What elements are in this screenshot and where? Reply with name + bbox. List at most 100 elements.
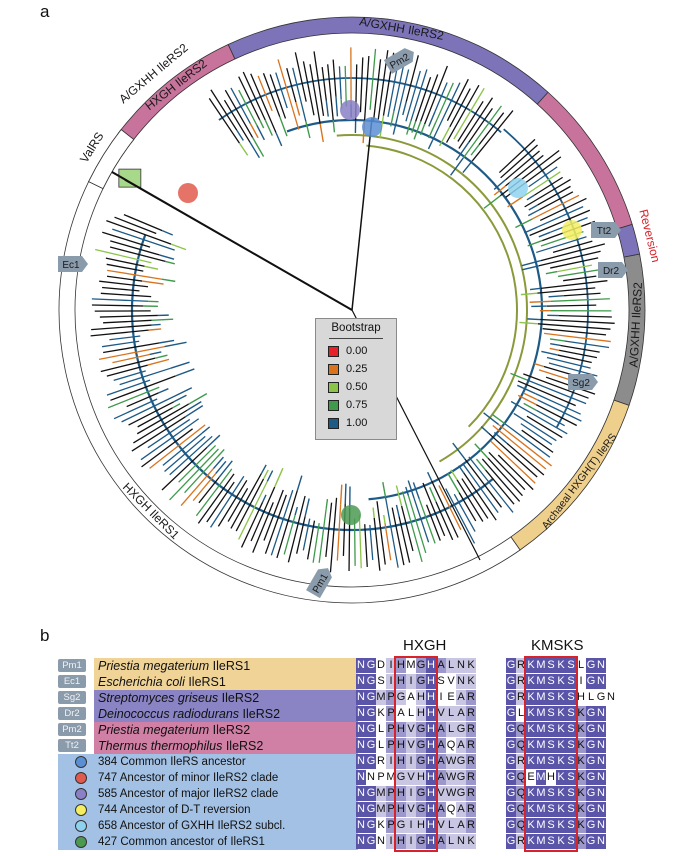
ancestor-node-label: 747 Ancestor of minor IleRS2 clade (98, 772, 279, 784)
tree-branch (526, 194, 535, 201)
residue-cell: G (396, 770, 406, 785)
residue-cell: H (426, 834, 436, 849)
tree-tip (263, 489, 284, 541)
tree-tip (520, 423, 553, 446)
residue-cell: V (447, 675, 455, 687)
tree-branch (480, 426, 490, 434)
node-row: 585 Ancestor of major IleRS2 clade (58, 786, 358, 802)
species-name: Streptomyces griseus IleRS2 (98, 691, 260, 705)
residue-cell: G (586, 818, 596, 833)
tree-branch (161, 278, 176, 283)
species-marker: Dr2 (598, 262, 628, 278)
residue-cell: E (527, 771, 535, 783)
tree-branch (159, 339, 175, 344)
residue-cell: G (416, 834, 426, 849)
residue-cell: S (546, 706, 556, 721)
residue-cell: G (366, 754, 376, 769)
residue-cell: R (516, 658, 526, 673)
clade-ring (58, 16, 646, 604)
tree-tip (488, 451, 526, 491)
residue-cell: R (466, 818, 476, 833)
hxgh-motif-box (394, 656, 438, 852)
tree-branch (474, 443, 489, 459)
species-name: Priestia megaterium IleRS2 (98, 723, 251, 737)
tree-branch (175, 368, 195, 377)
tree-tip (312, 523, 320, 563)
residue-cell: P (386, 690, 396, 705)
residue-cell: S (546, 754, 556, 769)
residue-cell: S (546, 818, 556, 833)
residue-cell: G (586, 658, 596, 673)
row-background (58, 786, 358, 802)
tree-tip (552, 240, 593, 253)
tree-branch (319, 123, 324, 143)
residue-cell: K (526, 834, 536, 849)
residue-cell: A (397, 707, 405, 719)
residue-cell: G (416, 754, 426, 769)
legend-swatch (328, 382, 339, 393)
tree-tip (538, 250, 601, 267)
tree-branch (395, 504, 400, 517)
tree-branch (475, 458, 487, 471)
root-branch (124, 179, 353, 311)
tree-tip (250, 73, 277, 133)
residue-cell: M (536, 658, 546, 673)
tree-branch (438, 126, 451, 147)
residue-cell: G (416, 802, 426, 817)
residue-cell: S (546, 658, 556, 673)
tree-branch (515, 218, 533, 229)
tree-tip (363, 55, 370, 122)
tree-tip (123, 214, 163, 232)
legend-label: 0.25 (346, 363, 368, 375)
tree-tip (344, 65, 347, 107)
residue-cell: I (406, 674, 416, 689)
tree-tip (95, 248, 152, 264)
legend-swatch (328, 346, 339, 357)
ancestor-node-marker (341, 505, 361, 525)
residue-cell: R (516, 754, 526, 769)
residue-cell: G (416, 786, 426, 801)
residue-cell: H (426, 786, 436, 801)
species-marker: Sg2 (568, 374, 598, 390)
residue-cell: I (406, 818, 416, 833)
tree-branch (529, 300, 551, 303)
residue-cell: Q (516, 818, 526, 833)
tree-branch (428, 111, 436, 127)
node-row: 747 Ancestor of minor IleRS2 clade (58, 770, 358, 786)
tree-tip (302, 518, 311, 551)
tree-tip (445, 488, 476, 544)
tree-branch (304, 498, 310, 517)
marker-shape (58, 256, 88, 272)
tree-branch (144, 265, 159, 270)
tree-branch (148, 328, 162, 331)
tree-tip (208, 98, 240, 144)
clade-arc (58, 181, 521, 604)
tree-tip (373, 517, 381, 571)
residue-cell: G (506, 722, 516, 737)
residue-cell: S (546, 802, 556, 817)
residue-cell: G (586, 738, 596, 753)
tree-tip (106, 275, 143, 282)
tree-branch (524, 226, 538, 234)
tree-branch (529, 287, 541, 291)
tree-tip (535, 393, 581, 415)
tree-branch (173, 394, 187, 403)
tree-branch (218, 460, 233, 478)
residue-cell: D (377, 659, 385, 671)
residue-cell: A (407, 691, 415, 703)
residue-cell: N (596, 818, 606, 833)
residue-cell: H (426, 658, 436, 673)
row-background (94, 722, 358, 738)
tree-tip (563, 292, 601, 297)
residue-cell: G (366, 738, 376, 753)
residue-cell: G (396, 690, 406, 705)
tree-branch (335, 96, 339, 117)
tree-tip (528, 422, 557, 442)
residue-cell: V (436, 786, 446, 801)
tree-tip (238, 89, 258, 126)
tree-backbone (366, 144, 518, 428)
tree-tip (287, 495, 306, 563)
species-tag: Ec1 (58, 675, 86, 688)
ancestor-node-dot (75, 788, 87, 800)
tree-branch (344, 483, 347, 504)
